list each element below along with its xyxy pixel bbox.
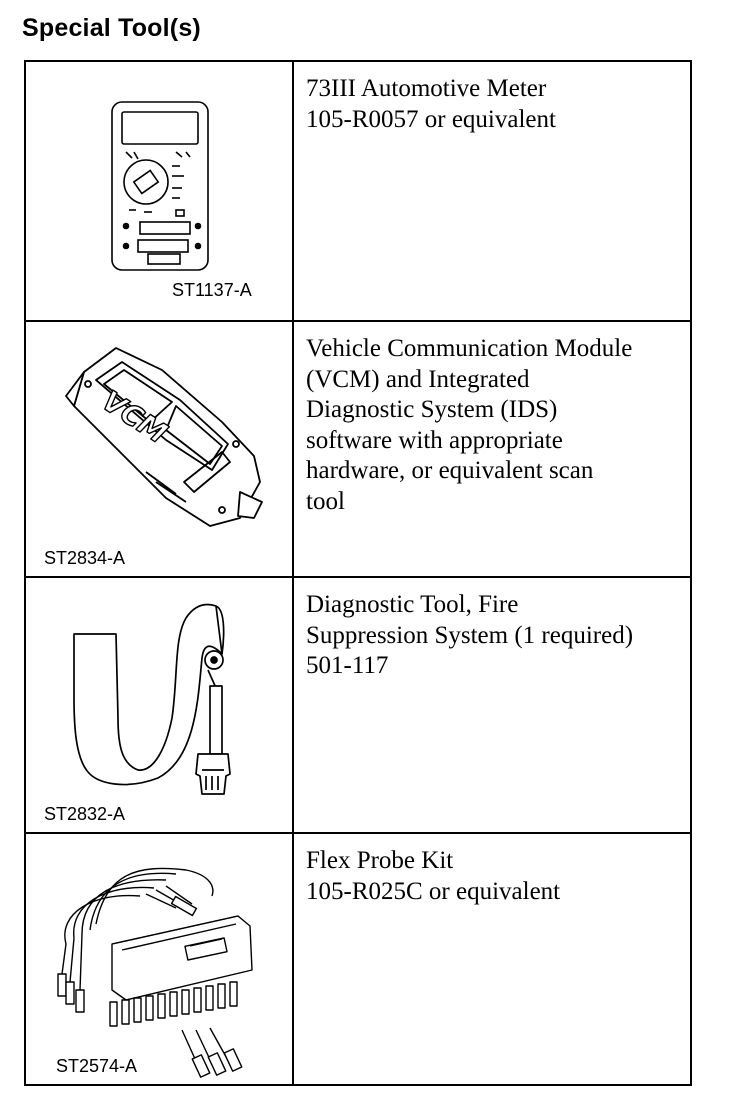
tool-description-line: 501-117: [306, 652, 389, 679]
tool-description-line: (VCM) and Integrated: [306, 365, 530, 393]
page-title: Special Tool(s): [22, 14, 201, 42]
tool-row-vcm: VCM ST2834-A Vehicle Communication Modul…: [26, 320, 690, 576]
tool-description-line: Flex Probe Kit: [306, 847, 454, 874]
multimeter-icon: [111, 101, 209, 271]
tool-description-line: tool: [306, 487, 345, 515]
tool-image-cell: VCM ST2834-A: [26, 322, 294, 576]
figure-id: ST1137-A: [172, 280, 252, 300]
figure-id: ST2832-A: [44, 804, 126, 824]
tool-image-cell: ST1137-A: [26, 62, 294, 320]
tool-description-line: 73III Automotive Meter: [306, 75, 547, 102]
tool-description: Flex Probe Kit 105-R025C or equivalent: [306, 846, 686, 907]
figure-id: ST2574-A: [56, 1056, 138, 1076]
tool-row-flex-probe-kit: ST2574-A Flex Probe Kit 105-R025C or equ…: [26, 832, 690, 1084]
special-tools-table: ST1137-A 73III Automotive Meter 105-R005…: [24, 60, 692, 1086]
tool-description-line: Suppression System (1 required): [306, 621, 634, 649]
tool-description: Diagnostic Tool, Fire Suppression System…: [306, 590, 686, 682]
tool-description-line: software with appropriate: [306, 426, 563, 454]
vcm-module-icon: VCM: [65, 347, 263, 527]
tool-image-cell: ST2832-A: [26, 578, 294, 832]
tool-description-line: Vehicle Communication Module: [306, 335, 633, 362]
tool-row-diagnostic-tool: ST2832-A Diagnostic Tool, Fire Suppressi…: [26, 576, 690, 832]
tool-description: 73III Automotive Meter 105-R0057 or equi…: [306, 74, 686, 135]
tool-image-cell: ST2574-A: [26, 834, 294, 1084]
diagnostic-cable-icon: [73, 603, 231, 795]
tool-description-line: hardware, or equivalent scan: [306, 457, 594, 484]
tool-description-line: 105-R0057 or equivalent: [306, 105, 556, 133]
tool-description-line: 105-R025C or equivalent: [306, 877, 561, 905]
flex-probe-kit-icon: [57, 867, 253, 1078]
figure-id: ST2834-A: [44, 548, 126, 568]
tool-description-line: Diagnostic Tool, Fire: [306, 591, 519, 618]
tool-description-line: Diagnostic System (IDS): [306, 396, 558, 423]
tool-description: Vehicle Communication Module (VCM) and I…: [306, 334, 686, 517]
tool-row-meter: ST1137-A 73III Automotive Meter 105-R005…: [26, 62, 690, 320]
